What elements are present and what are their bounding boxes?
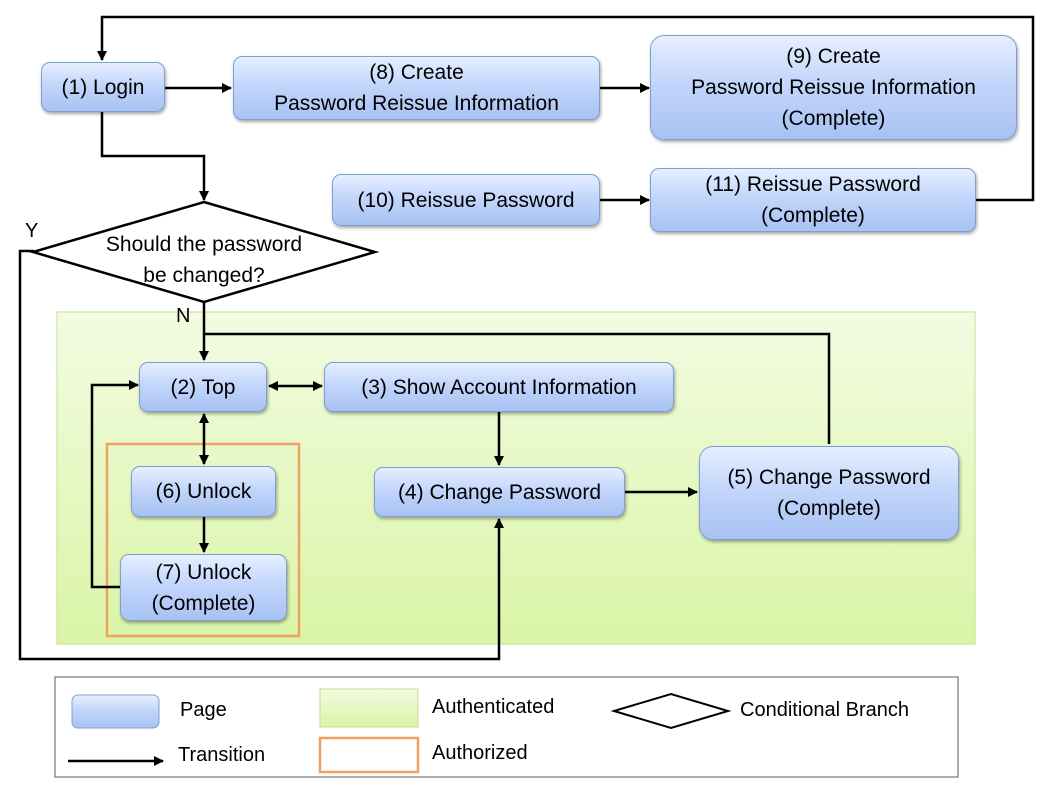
arrow-login-to-decision: [100, 112, 209, 201]
decision-text: Should the password be changed?: [105, 233, 303, 287]
node-change-password: (4) Change Password: [374, 467, 625, 517]
arrow-unlock-complete-to-top: [90, 380, 139, 589]
decision-diamond: [28, 200, 380, 304]
decision-yes-label: Y: [25, 220, 39, 242]
node-login: (1) Login: [41, 62, 165, 112]
legend-conditional-branch-label: Conditional Branch: [740, 699, 909, 721]
arrow-decision-yes-to-change-password: [18, 249, 504, 661]
legend-page-label: Page: [180, 699, 227, 721]
node-unlock: (6) Unlock: [131, 466, 276, 517]
node-reissue-password: (10) Reissue Password: [332, 174, 600, 226]
decision-no-label: N: [176, 305, 191, 327]
node-unlock-complete: (7) Unlock (Complete): [120, 554, 287, 621]
legend-authenticated-swatch: [319, 688, 419, 728]
legend-page-swatch: [71, 694, 160, 729]
node-show-account: (3) Show Account Information: [324, 362, 674, 412]
legend-box: [54, 676, 959, 778]
node-create-reissue: (8) Create Password Reissue Information: [233, 56, 600, 120]
connectors: [18, 15, 1035, 661]
legend-authorized-swatch: [318, 736, 420, 774]
legend-authorized-label: Authorized: [432, 742, 528, 764]
node-change-password-complete: (5) Change Password (Complete): [699, 446, 959, 540]
legend-conditional-diamond: [610, 692, 732, 730]
arrow-reissue-complete-to-login: [97, 15, 1035, 202]
node-reissue-password-complete: (11) Reissue Password (Complete): [650, 168, 976, 232]
node-top: (2) Top: [139, 362, 267, 412]
node-create-reissue-complete: (9) Create Password Reissue Information …: [650, 35, 1017, 140]
legend-transition-label: Transition: [178, 744, 266, 766]
arrow-change-password-complete-to-top: [204, 332, 831, 444]
legend-authenticated-label: Authenticated: [432, 696, 555, 718]
